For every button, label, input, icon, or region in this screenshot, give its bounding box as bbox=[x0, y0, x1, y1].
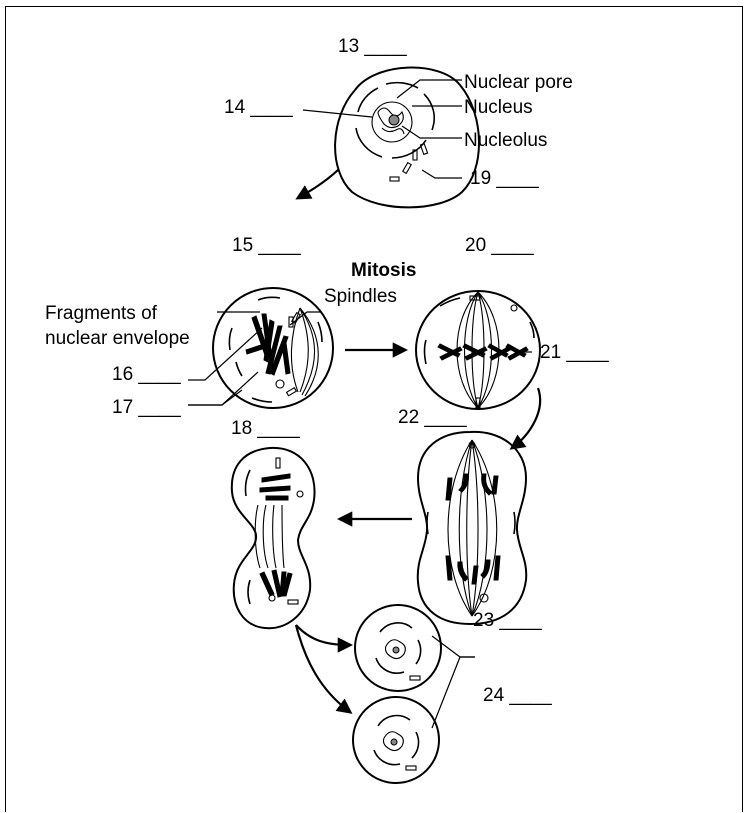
daughter-cell-1 bbox=[355, 605, 441, 691]
label-nuclear-pore: Nuclear pore bbox=[464, 72, 573, 93]
arrow-interphase-to-prophase bbox=[298, 170, 338, 198]
label-nucleolus: Nucleolus bbox=[464, 130, 547, 151]
prophase-cell bbox=[213, 288, 333, 408]
daughter-cell-2 bbox=[353, 697, 439, 783]
blank-13: 13 ____ bbox=[338, 36, 407, 57]
blank-15: 15 ____ bbox=[232, 235, 301, 256]
anaphase-cell bbox=[418, 432, 527, 624]
arrow-telophase-to-daughter-2 bbox=[296, 625, 350, 712]
blank-21: 21 ____ bbox=[540, 342, 609, 363]
arrow-telophase-to-daughter-1 bbox=[296, 625, 350, 645]
metaphase-cell bbox=[416, 291, 540, 409]
blank-16: 16 ____ bbox=[112, 364, 181, 385]
blank-20: 20 ____ bbox=[465, 235, 534, 256]
label-fragments-line2: nuclear envelope bbox=[45, 328, 190, 349]
blank-17: 17 ____ bbox=[112, 397, 181, 418]
label-spindles: Spindles bbox=[324, 286, 397, 307]
telophase-cell bbox=[232, 448, 315, 628]
nucleolus bbox=[389, 115, 399, 125]
blank-23: 23 ____ bbox=[473, 610, 542, 631]
blank-18: 18 ____ bbox=[231, 418, 300, 439]
blank-19: 19 ____ bbox=[470, 168, 539, 189]
blank-24: 24 ____ bbox=[483, 685, 552, 706]
blank-14: 14 ____ bbox=[224, 97, 293, 118]
label-mitosis: Mitosis bbox=[351, 260, 416, 281]
blank-22: 22 ____ bbox=[398, 407, 467, 428]
label-nucleus: Nucleus bbox=[464, 97, 533, 118]
label-fragments-line1: Fragments of bbox=[45, 303, 158, 324]
